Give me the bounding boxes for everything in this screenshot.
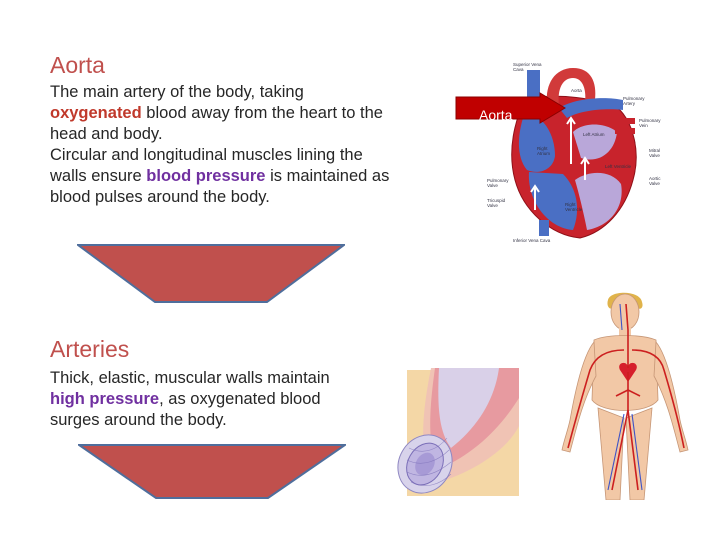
keyword-oxygenated: oxygenated	[50, 104, 142, 122]
label-right-ventricle: Right Ventricle	[565, 202, 583, 212]
aorta-line-3: head and body.	[50, 125, 163, 143]
label-left-ventricle: Left Ventricle	[605, 164, 632, 169]
arteries-line-3: surges around the body.	[50, 411, 227, 429]
human-circulatory-system-image	[540, 290, 710, 501]
label-pulmonary-valve: Pulmonary Valve	[487, 178, 509, 188]
label-pulmonary-artery: Pulmonary Artery	[623, 96, 645, 106]
arteries-description: Thick, elastic, muscular walls maintain …	[50, 368, 390, 431]
keyword-high-pressure: high pressure	[50, 390, 160, 408]
arteries-line-2: high pressure, as oxygenated blood	[50, 389, 390, 410]
aorta-callout-label: Aorta	[479, 107, 513, 123]
aorta-heading: Aorta	[50, 52, 105, 78]
label-mitral-valve: Mitral Valve	[649, 148, 660, 158]
aorta-description: The main artery of the body, taking oxyg…	[50, 82, 440, 208]
label-inferior-vena-cava: Inferior Vena Cava	[513, 238, 551, 243]
aorta-line-2: oxygenated blood away from the heart to …	[50, 103, 440, 124]
keyword-blood-pressure: blood pressure	[146, 167, 266, 185]
aorta-line-4: Circular and longitudinal muscles lining…	[50, 146, 363, 164]
arteries-line-1: Thick, elastic, muscular walls maintain	[50, 369, 330, 387]
heart-diagram: Aorta Superior Vena Cava Aorta Pulmonary…	[455, 60, 670, 250]
aorta-line-2-rest: blood away from the heart to the	[141, 104, 383, 122]
label-pulmonary-vein: Pulmonary Vein	[639, 118, 661, 128]
aorta-line-1: The main artery of the body, taking	[50, 83, 304, 101]
down-arrow-2-icon	[78, 444, 346, 499]
aorta-line-5-pre: walls ensure	[50, 167, 147, 185]
label-tricuspid-valve: Tricuspid Valve	[487, 198, 506, 208]
aorta-callout-arrow-icon	[455, 92, 566, 124]
label-superior-vena-cava: Superior Vena Cava	[513, 62, 542, 72]
down-arrow-1-icon	[77, 244, 345, 303]
heart-illustration	[511, 68, 637, 239]
label-left-atrium: Left Atrium	[583, 132, 605, 137]
arteries-line-2-post: , as oxygenated blood	[159, 390, 321, 408]
label-right-atrium: Right Atrium	[537, 146, 551, 156]
artery-cross-section-image	[395, 368, 520, 498]
aorta-line-5-post: is maintained as	[265, 167, 390, 185]
arteries-heading: Arteries	[50, 336, 130, 362]
aorta-line-5: walls ensure blood pressure is maintaine…	[50, 166, 440, 187]
label-aortic-valve: Aortic Valve	[649, 176, 661, 186]
label-aorta: Aorta	[571, 88, 582, 93]
aorta-line-6: blood pulses around the body.	[50, 188, 270, 206]
